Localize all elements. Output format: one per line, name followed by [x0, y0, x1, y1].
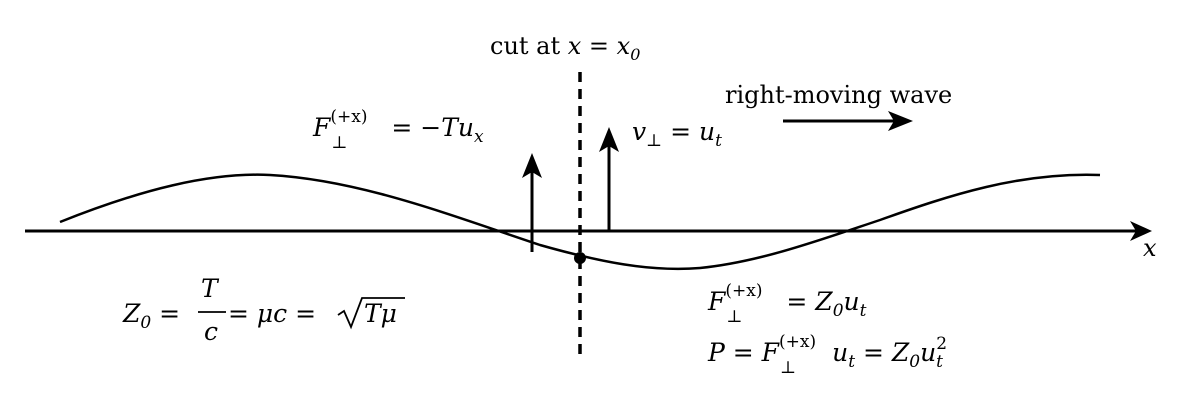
svg-text:T: T	[201, 274, 220, 303]
impedance-formula: Z0 = T c = μc = Tμ	[122, 274, 405, 346]
svg-text:= μc =: = μc =	[228, 299, 316, 328]
string-point	[574, 252, 586, 264]
direction-arrowhead	[888, 111, 913, 131]
velocity-label: v⊥ = ut	[632, 117, 722, 151]
svg-text:Z0 =: Z0 =	[122, 299, 180, 333]
wave-curve	[59, 173, 1101, 271]
sqrt-sign	[337, 297, 405, 330]
wave-direction-label: right-moving wave	[725, 81, 952, 109]
cut-label: cut at x = x0	[490, 32, 640, 64]
svg-text:Tμ: Tμ	[364, 299, 397, 328]
x-axis-arrowhead	[1130, 221, 1152, 241]
force-label: F(+x)⊥ = −Tux	[312, 107, 484, 153]
velocity-arrowhead	[599, 127, 619, 152]
force-arrowhead	[522, 153, 542, 178]
force-impedance-formula: F(+x)⊥ = Z0ut	[707, 281, 867, 327]
svg-text:c: c	[204, 317, 218, 346]
x-axis-label: x	[1143, 234, 1157, 262]
